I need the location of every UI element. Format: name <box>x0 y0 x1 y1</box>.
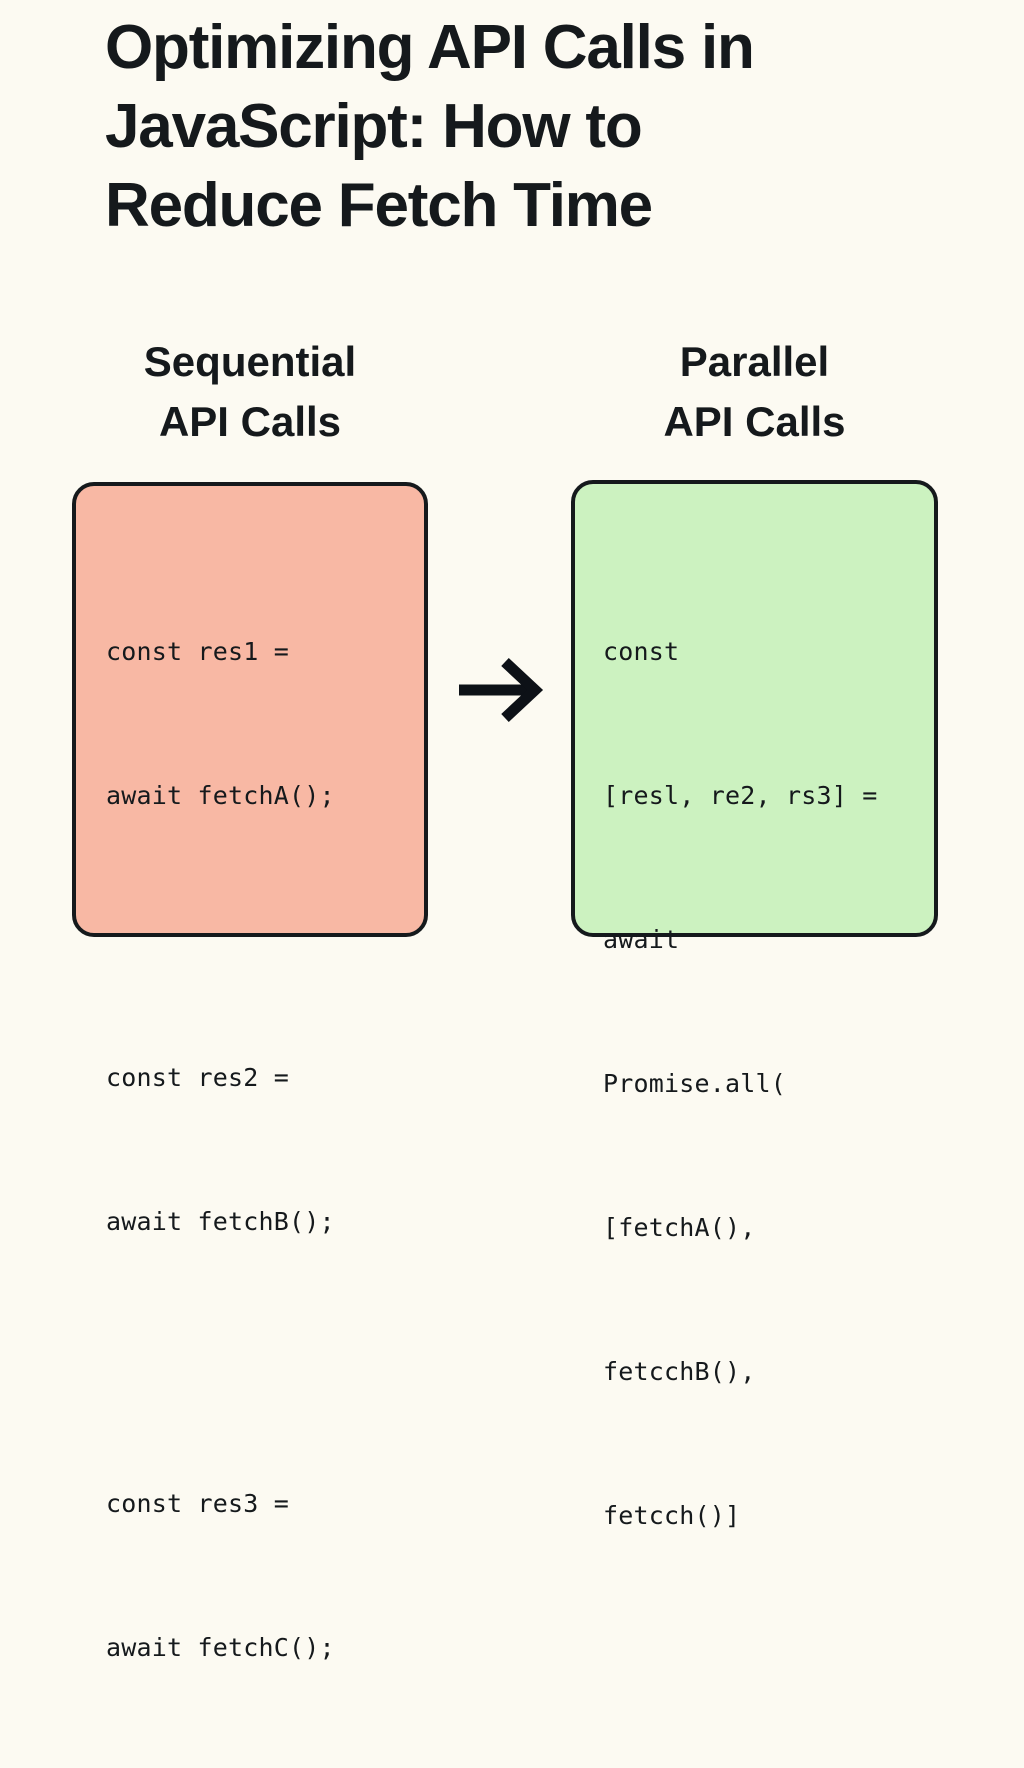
sequential-column-heading: Sequential API Calls <box>72 332 428 452</box>
arrow-right-icon <box>455 655 545 725</box>
page-title-line-2: JavaScript: How to <box>105 92 643 161</box>
code-line: await <box>603 925 680 954</box>
code-line-blank <box>106 1342 335 1384</box>
parallel-heading-line-1: Parallel <box>679 338 830 385</box>
sequential-code-panel: const res1 = await fetchA(); const res2 … <box>72 482 428 1662</box>
code-line: Promise.all( <box>603 1069 787 1098</box>
sequential-heading-line-1: Sequential <box>143 338 357 385</box>
code-line: [fetchA(), <box>603 1213 756 1242</box>
code-line: await fetchA(); <box>106 781 335 810</box>
sequential-heading-line-2: API Calls <box>158 398 342 445</box>
code-line: await fetchC(); <box>106 1633 335 1662</box>
code-line: const res2 = <box>106 1063 290 1092</box>
parallel-code-block: const [resl, re2, rs3] = await Promise.a… <box>603 532 878 1636</box>
sequential-code-block: const res1 = await fetchA(); const res2 … <box>106 532 335 1768</box>
code-line: [resl, re2, rs3] = <box>603 781 878 810</box>
page-title-line-3: Reduce Fetch Time <box>105 171 653 240</box>
code-line: const res1 = <box>106 637 290 666</box>
parallel-code-panel: const [resl, re2, rs3] = await Promise.a… <box>571 480 938 1530</box>
code-line: fetcch()] <box>603 1501 741 1530</box>
code-line: fetcchB(), <box>603 1357 756 1386</box>
code-line-blank <box>106 916 335 958</box>
code-line: const <box>603 637 680 666</box>
code-line: await fetchB(); <box>106 1207 335 1236</box>
code-line: const res3 = <box>106 1489 290 1518</box>
page-title-line-1: Optimizing API Calls in <box>105 13 755 82</box>
page-title: Optimizing API Calls in JavaScript: How … <box>105 8 895 245</box>
parallel-column-heading: Parallel API Calls <box>571 332 938 452</box>
parallel-heading-line-2: API Calls <box>663 398 846 445</box>
